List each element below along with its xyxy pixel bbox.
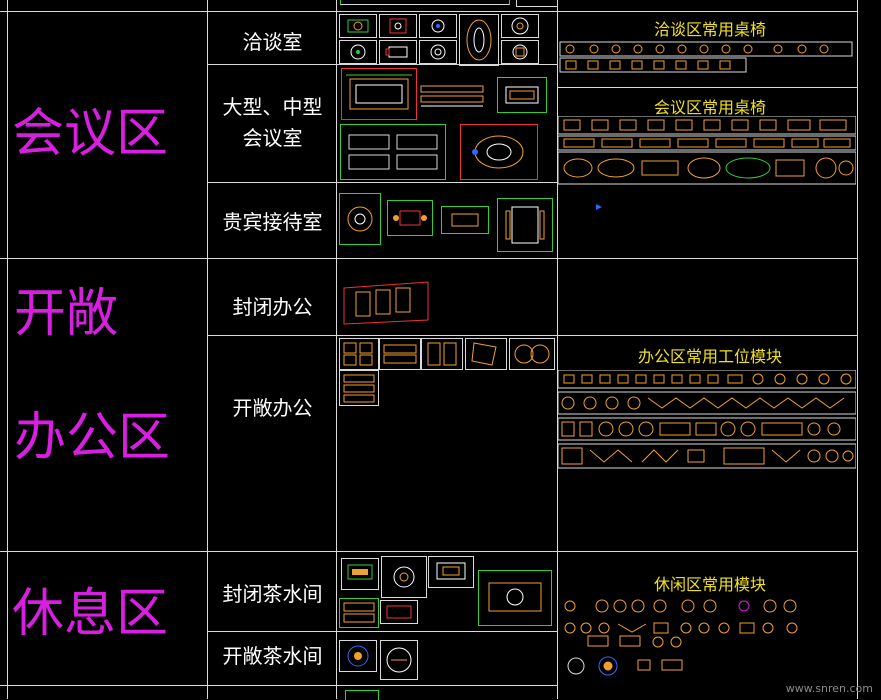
drawing-thumbnail[interactable] — [339, 598, 379, 628]
grid-line — [0, 551, 857, 552]
drawing-thumbnail[interactable] — [380, 600, 418, 624]
grid-line — [7, 0, 8, 699]
drawing-thumbnail[interactable] — [341, 68, 417, 120]
grid-line — [557, 87, 857, 88]
room-label-open-tea: 开敞茶水间 — [222, 644, 323, 668]
zone-title-meeting: 会议区 — [12, 104, 169, 164]
drawing-thumbnail[interactable] — [339, 338, 379, 370]
drawing-thumbnail[interactable] — [379, 338, 421, 370]
furniture-library-leisure[interactable] — [558, 596, 856, 686]
header-leisure-modules: 休闲区常用模块 — [653, 575, 766, 594]
drawing-thumbnail[interactable] — [341, 558, 379, 590]
furniture-library-negotiation[interactable] — [558, 40, 856, 74]
room-label-closed-office: 封闭办公 — [232, 295, 313, 319]
drawing-thumbnail[interactable] — [501, 40, 539, 64]
drawing-thumbnail[interactable] — [460, 124, 538, 180]
drawing-thumbnail[interactable] — [379, 14, 417, 38]
grid-line — [0, 11, 857, 12]
drawing-thumbnail[interactable] — [381, 556, 427, 598]
drawing-thumbnail[interactable] — [419, 40, 457, 64]
drawing-thumbnail[interactable] — [421, 338, 463, 370]
drawing-thumbnail[interactable] — [419, 14, 457, 38]
header-meeting-tables: 会议区常用桌椅 — [653, 98, 766, 117]
drawing-thumbnail[interactable] — [441, 206, 489, 234]
drawing-thumbnail[interactable] — [459, 14, 499, 66]
drawing-thumbnail[interactable] — [339, 193, 381, 245]
grid-line — [857, 0, 858, 699]
zone-title-rest: 休息区 — [12, 584, 169, 644]
header-negotiation-tables: 洽谈区常用桌椅 — [653, 20, 766, 39]
drawing-thumbnail[interactable] — [379, 40, 417, 64]
grid-line — [207, 0, 208, 699]
drawing-thumbnail[interactable] — [339, 40, 377, 64]
grid-line — [557, 0, 558, 699]
grid-line — [207, 64, 557, 65]
zone-title-open-office-2: 办公区 — [14, 408, 171, 468]
drawing-thumbnail[interactable] — [465, 338, 507, 370]
drawing-thumbnail[interactable] — [478, 570, 552, 626]
drawing-thumbnail[interactable] — [509, 338, 555, 370]
drawing-thumbnail[interactable] — [497, 77, 547, 113]
drawing-thumbnail[interactable] — [339, 640, 377, 672]
drawing-thumbnail[interactable] — [428, 556, 474, 588]
grid-line — [0, 258, 857, 259]
cursor-marker-icon — [596, 204, 602, 210]
drawing-thumbnail[interactable] — [387, 200, 433, 236]
grid-line — [0, 685, 557, 686]
drawing-thumbnail[interactable] — [340, 124, 446, 180]
drawing-thumbnail[interactable] — [497, 198, 553, 252]
drawing-thumbnail[interactable] — [501, 14, 539, 38]
grid-line — [336, 0, 337, 699]
room-label-open-office: 开敞办公 — [232, 396, 313, 420]
drawing-thumbnail[interactable] — [340, 278, 432, 328]
watermark: www.snren.com — [785, 682, 873, 695]
grid-line — [207, 182, 557, 183]
grid-line — [207, 631, 557, 632]
room-label-meeting-large: 大型、中型 会议室 — [222, 95, 323, 150]
drawing-thumbnail[interactable] — [380, 640, 418, 680]
room-label-closed-tea: 封闭茶水间 — [222, 582, 323, 606]
grid-line — [207, 335, 857, 336]
zone-title-open-office: 开敞 — [14, 284, 119, 344]
drawing-thumbnail[interactable] — [419, 80, 485, 110]
drawing-thumbnail[interactable] — [340, 0, 510, 5]
drawing-thumbnail[interactable] — [516, 0, 558, 7]
room-label-negotiation: 洽谈室 — [242, 30, 303, 54]
drawing-thumbnail[interactable] — [339, 14, 377, 38]
furniture-library-office[interactable] — [558, 370, 856, 470]
drawing-thumbnail[interactable] — [339, 370, 379, 406]
drawing-thumbnail[interactable] — [345, 690, 379, 700]
furniture-library-meeting[interactable] — [558, 116, 856, 186]
room-label-vip: 贵宾接待室 — [222, 210, 323, 234]
header-office-workstations: 办公区常用工位模块 — [637, 347, 782, 366]
